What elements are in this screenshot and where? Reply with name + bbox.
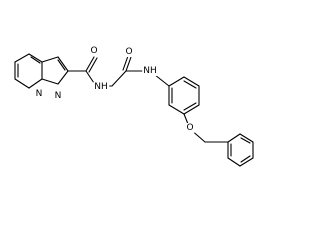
atom-label-nh-amide: NH xyxy=(142,66,158,76)
bond xyxy=(14,53,30,63)
bond xyxy=(57,56,69,72)
bond xyxy=(28,53,43,63)
bond xyxy=(227,133,241,143)
bond xyxy=(168,76,185,87)
atom-label-nh-amide: NH xyxy=(93,82,109,92)
bond xyxy=(57,70,69,85)
atom-label-n-pyrazole: N xyxy=(53,91,63,101)
bond xyxy=(183,102,197,111)
atom-label-n-bridge: N xyxy=(34,89,44,99)
bond xyxy=(183,80,197,89)
atom-label-o-ether: O xyxy=(185,123,195,133)
bond xyxy=(41,56,59,63)
bond xyxy=(240,137,251,144)
bond xyxy=(28,78,43,89)
bond-layer xyxy=(14,53,254,167)
bond xyxy=(111,70,127,87)
bond xyxy=(240,155,251,163)
bond xyxy=(30,56,41,64)
atom-label-o-amide: O xyxy=(89,46,99,56)
bond xyxy=(227,157,241,167)
bond xyxy=(239,157,254,167)
atom-label-o-amide: O xyxy=(124,47,134,57)
bond xyxy=(41,78,59,85)
bond xyxy=(85,56,95,72)
bond xyxy=(168,104,185,115)
bond xyxy=(122,55,129,71)
bond xyxy=(183,76,200,87)
bond xyxy=(239,133,254,143)
bond xyxy=(88,57,98,73)
bond xyxy=(125,56,132,72)
bond xyxy=(14,78,30,89)
molecule-canvas: N N O NH O NH O xyxy=(14,46,254,167)
bond xyxy=(183,104,200,115)
bond xyxy=(57,59,66,71)
